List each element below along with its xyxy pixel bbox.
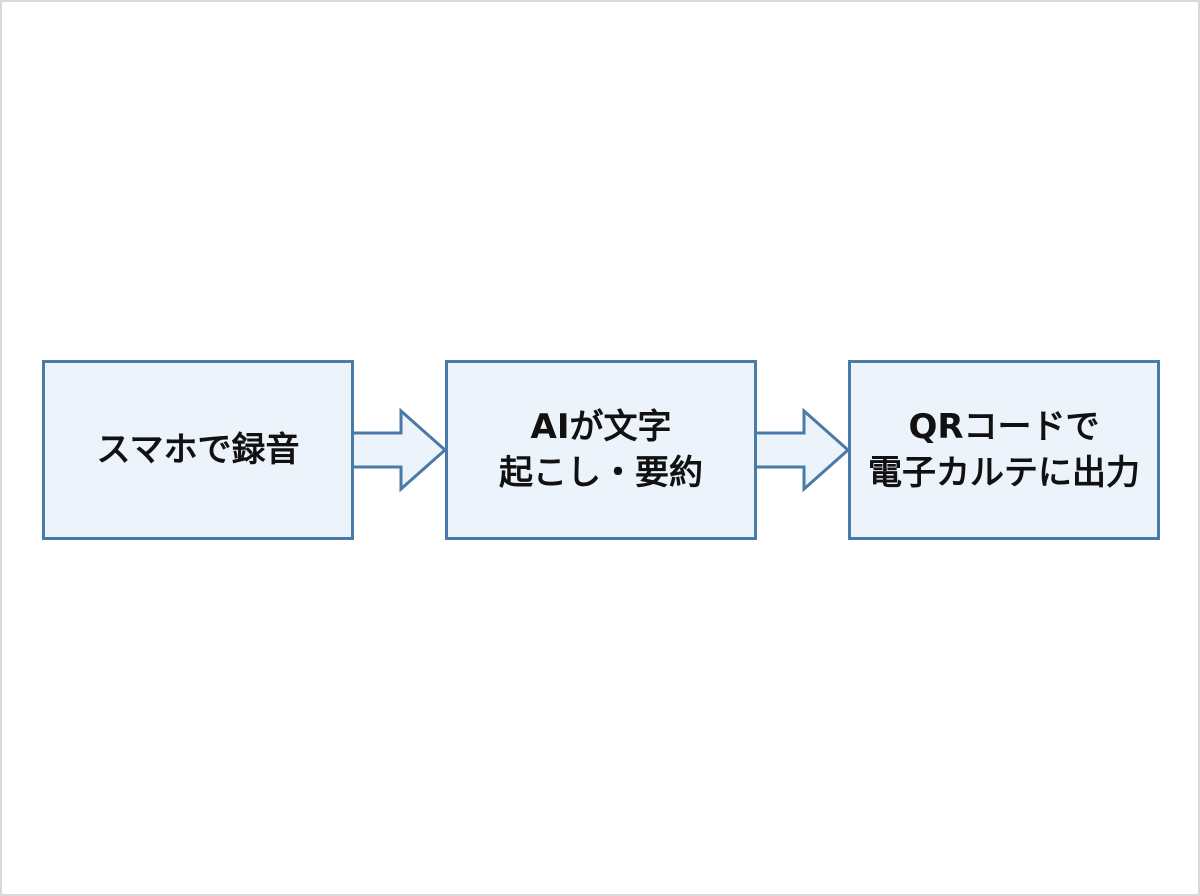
step-box-ai-transcribe: AIが文字 起こし・要約 [445,360,757,540]
step-label-line: 起こし・要約 [499,453,703,493]
step-label-line: スマホで録音 [96,430,300,470]
step-box-qr-output: QRコードで 電子カルテに出力 [848,360,1160,540]
step-label-line: AIが文字 [530,407,672,447]
step-box-record: スマホで録音 [42,360,354,540]
arrow-step2-to-step3 [753,407,851,493]
arrow-step1-to-step2 [350,407,448,493]
step-label-line: QRコードで [908,407,1100,447]
step-label-record: スマホで録音 [97,427,300,473]
step-label-line: 電子カルテに出力 [868,453,1140,493]
step-label-qr-output: QRコードで 電子カルテに出力 [868,404,1140,496]
step-label-ai-transcribe: AIが文字 起こし・要約 [499,404,703,496]
